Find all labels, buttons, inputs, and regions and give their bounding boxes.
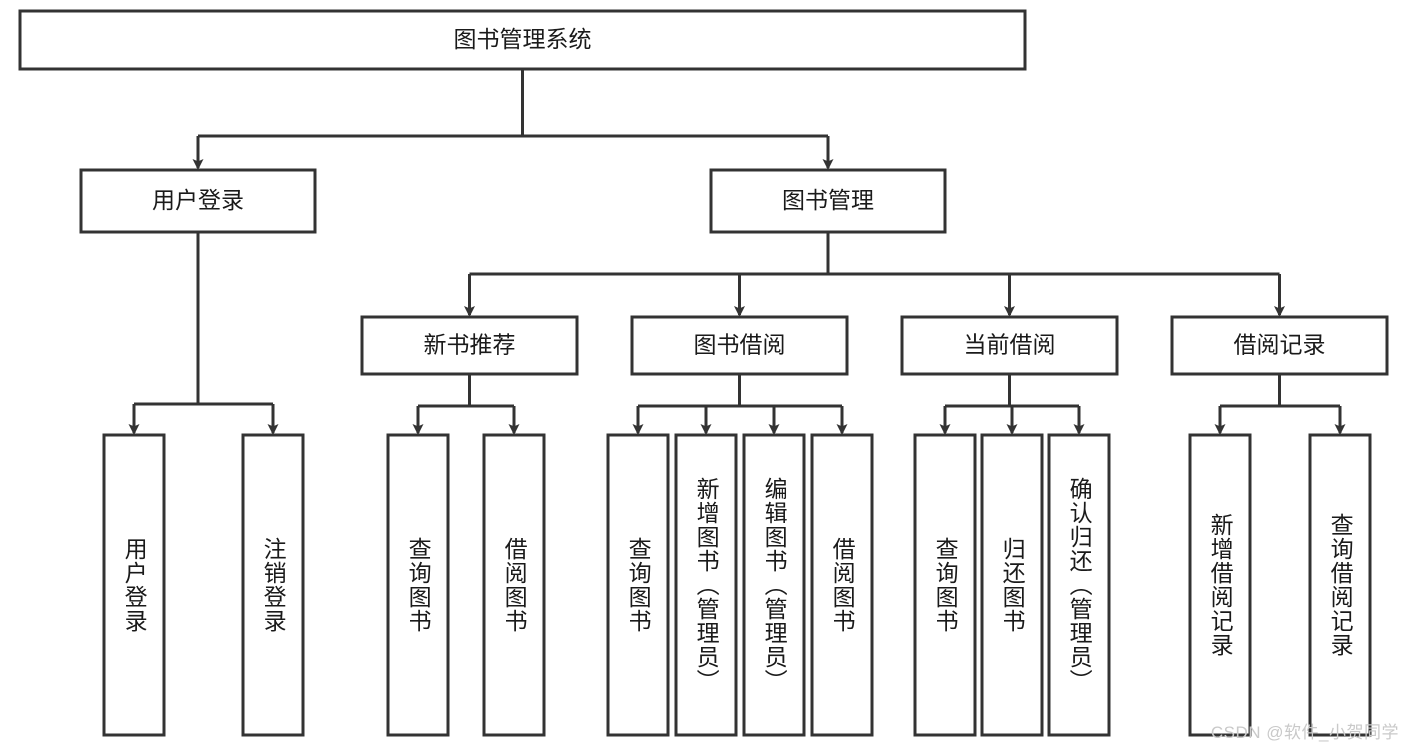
node-boxes: 图书管理系统用户登录图书管理新书推荐图书借阅当前借阅借阅记录用户登录注销登录查询… <box>18 9 1389 737</box>
leaf-node-rect[interactable] <box>482 433 546 737</box>
level3-node-label: 新书推荐 <box>424 332 516 358</box>
root-node-1[interactable]: 图书管理系统 <box>18 9 1027 71</box>
level2-node-rect[interactable] <box>79 168 317 234</box>
level3-node-1[interactable]: 新书推荐 <box>360 315 579 376</box>
leaf-label-wrap: 新增借阅记录 <box>1207 513 1234 657</box>
level3-node-rect[interactable] <box>1170 315 1389 376</box>
level2-node-label: 用户登录 <box>152 187 244 213</box>
leaf-node-rect[interactable] <box>386 433 450 737</box>
level2-node-rect[interactable] <box>709 168 947 234</box>
leaf-label: 确认归还（管理员） <box>1066 477 1093 693</box>
leaf-node-rect[interactable] <box>1308 433 1372 737</box>
level3-node-4[interactable]: 借阅记录 <box>1170 315 1389 376</box>
leaf-label-wrap: 借阅图书 <box>501 537 528 633</box>
leaf-label-wrap: 新增图书（管理员） <box>693 477 720 693</box>
leaf-label-wrap: 查询图书 <box>405 537 432 633</box>
leaf-label-wrap: 注销登录 <box>260 537 287 633</box>
leaf-label-wrap: 确认归还（管理员） <box>1066 477 1093 693</box>
leaf-node-10[interactable]: 归还图书 <box>980 433 1044 737</box>
leaf-label: 用户登录 <box>121 537 148 633</box>
level3-node-rect[interactable] <box>360 315 579 376</box>
leaf-label-wrap: 借阅图书 <box>829 537 856 633</box>
level3-node-label: 当前借阅 <box>964 332 1056 358</box>
leaf-label: 查询图书 <box>932 537 959 633</box>
leaf-label-wrap: 编辑图书（管理员） <box>761 477 788 693</box>
leaf-label: 归还图书 <box>999 537 1026 633</box>
leaf-label: 新增借阅记录 <box>1207 513 1234 657</box>
leaf-node-rect[interactable] <box>241 433 305 737</box>
level2-node-label: 图书管理 <box>782 187 874 213</box>
leaf-node-5[interactable]: 查询图书 <box>606 433 670 737</box>
level3-node-3[interactable]: 当前借阅 <box>900 315 1119 376</box>
leaf-node-12[interactable]: 新增借阅记录 <box>1188 433 1252 737</box>
leaf-node-7[interactable]: 编辑图书（管理员） <box>742 433 806 737</box>
leaf-label-wrap: 用户登录 <box>121 537 148 633</box>
leaf-node-8[interactable]: 借阅图书 <box>810 433 874 737</box>
level3-node-2[interactable]: 图书借阅 <box>630 315 849 376</box>
csdn-watermark: CSDN @软件_小贺同学 <box>1210 723 1399 742</box>
root-node-label: 图书管理系统 <box>454 26 592 52</box>
leaf-node-1[interactable]: 用户登录 <box>102 433 166 737</box>
level3-node-rect[interactable] <box>630 315 849 376</box>
level2-node-2[interactable]: 图书管理 <box>709 168 947 234</box>
root-node-rect[interactable] <box>18 9 1027 71</box>
leaf-label: 查询图书 <box>405 537 432 633</box>
level2-node-1[interactable]: 用户登录 <box>79 168 317 234</box>
connector-edges <box>128 69 1346 435</box>
level3-node-label: 借阅记录 <box>1234 332 1326 358</box>
leaf-node-rect[interactable] <box>102 433 166 737</box>
leaf-node-rect[interactable] <box>674 433 738 737</box>
leaf-label: 编辑图书（管理员） <box>761 477 788 693</box>
leaf-node-rect[interactable] <box>810 433 874 737</box>
leaf-label-wrap: 查询图书 <box>625 537 652 633</box>
leaf-node-4[interactable]: 借阅图书 <box>482 433 546 737</box>
leaf-node-2[interactable]: 注销登录 <box>241 433 305 737</box>
leaf-node-rect[interactable] <box>742 433 806 737</box>
leaf-label: 借阅图书 <box>829 537 856 633</box>
leaf-node-11[interactable]: 确认归还（管理员） <box>1047 433 1111 737</box>
leaf-node-13[interactable]: 查询借阅记录 <box>1308 433 1372 737</box>
leaf-node-rect[interactable] <box>980 433 1044 737</box>
leaf-label-wrap: 查询图书 <box>932 537 959 633</box>
leaf-node-rect[interactable] <box>913 433 977 737</box>
leaf-label-wrap: 归还图书 <box>999 537 1026 633</box>
level3-node-rect[interactable] <box>900 315 1119 376</box>
leaf-label: 查询图书 <box>625 537 652 633</box>
leaf-node-rect[interactable] <box>1047 433 1111 737</box>
leaf-label: 借阅图书 <box>501 537 528 633</box>
leaf-node-rect[interactable] <box>1188 433 1252 737</box>
leaf-node-rect[interactable] <box>606 433 670 737</box>
leaf-label: 注销登录 <box>260 537 287 633</box>
leaf-node-9[interactable]: 查询图书 <box>913 433 977 737</box>
leaf-node-6[interactable]: 新增图书（管理员） <box>674 433 738 737</box>
leaf-label: 查询借阅记录 <box>1327 513 1354 657</box>
leaf-node-3[interactable]: 查询图书 <box>386 433 450 737</box>
leaf-label-wrap: 查询借阅记录 <box>1327 513 1354 657</box>
level3-node-label: 图书借阅 <box>694 332 786 358</box>
leaf-label: 新增图书（管理员） <box>693 477 720 693</box>
